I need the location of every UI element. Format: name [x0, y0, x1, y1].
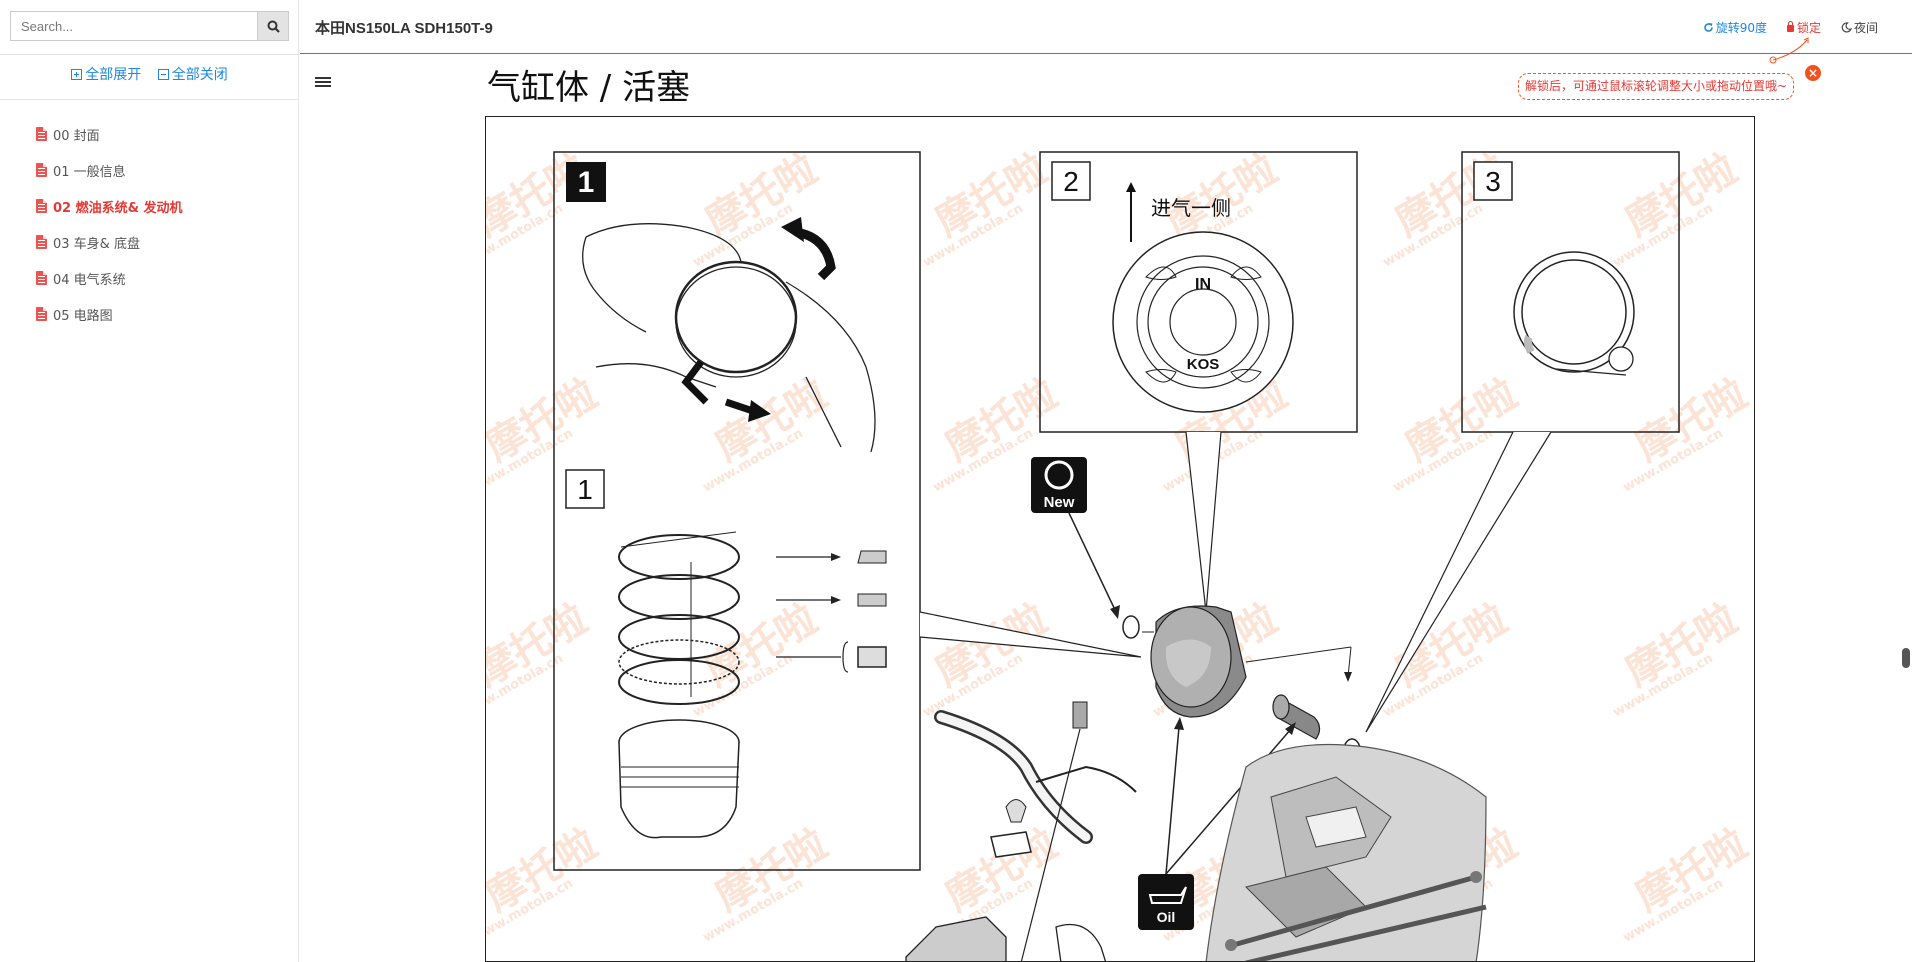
- tooltip-close-button[interactable]: ×: [1805, 65, 1821, 81]
- panel-1-number: 1: [578, 166, 595, 199]
- sidebar-divider: [0, 54, 299, 55]
- tree-item-label: 01 一般信息: [53, 164, 126, 180]
- document-icon: [36, 271, 47, 285]
- document-icon: [36, 127, 47, 141]
- panel-1b-number: 1: [577, 474, 593, 505]
- piston-kos-mark: KOS: [1187, 356, 1220, 373]
- tree-item-electrical[interactable]: 04 电气系统: [36, 260, 182, 296]
- search-button[interactable]: [257, 11, 289, 41]
- chapter-tree: 00 封面 01 一般信息 02 燃油系统& 发动机 03 车身& 底盘 04 …: [36, 116, 182, 332]
- document-icon: [36, 199, 47, 213]
- tree-actions: 全部展开 全部关闭: [0, 64, 299, 84]
- night-label: 夜间: [1853, 21, 1878, 35]
- tree-item-label: 04 电气系统: [53, 272, 126, 288]
- search-icon: [267, 20, 280, 33]
- piston-in-mark: IN: [1195, 276, 1211, 293]
- header-actions: 旋转90度 锁定 夜间: [1683, 19, 1878, 36]
- document-title: 本田NS150LA SDH150T-9: [315, 20, 493, 37]
- rotate-button[interactable]: 旋转90度: [1703, 19, 1767, 36]
- document-icon: [36, 163, 47, 177]
- minus-square-icon: [157, 68, 169, 80]
- tree-item-label: 03 车身& 底盘: [53, 236, 140, 252]
- document-icon: [36, 307, 47, 321]
- menu-toggle-button[interactable]: [315, 77, 331, 89]
- tree-item-body-chassis[interactable]: 03 车身& 底盘: [36, 224, 182, 260]
- watermark-text: 摩托啦: [486, 596, 595, 696]
- expand-all-label: 全部展开: [85, 67, 142, 83]
- new-part-badge: [1031, 457, 1087, 513]
- hint-arrow: [1769, 37, 1809, 64]
- tree-item-label: 00 封面: [53, 128, 100, 144]
- search-input[interactable]: [10, 11, 257, 41]
- oil-badge-label: Oil: [1157, 909, 1176, 925]
- lock-button[interactable]: 锁定: [1786, 19, 1821, 36]
- sidebar: 全部展开 全部关闭 00 封面 01 一般信息 02 燃油系统& 发动机 03 …: [0, 0, 299, 962]
- new-badge-label: New: [1044, 494, 1075, 511]
- tree-item-wiring[interactable]: 05 电路图: [36, 296, 182, 332]
- lock-icon: [1786, 21, 1794, 32]
- page-heading: 气缸体 / 活塞: [487, 68, 691, 108]
- expand-all-button[interactable]: 全部展开: [71, 64, 141, 84]
- scrollbar-thumb[interactable]: [1902, 648, 1910, 668]
- panel-number-badge: [566, 162, 606, 202]
- search-bar: [10, 11, 289, 41]
- panel-number-badge: [1473, 161, 1513, 201]
- tree-item-general-info[interactable]: 01 一般信息: [36, 152, 182, 188]
- rotate-icon: [1703, 23, 1713, 32]
- sidebar-divider: [0, 99, 299, 100]
- panel-number-badge: [1051, 161, 1091, 201]
- moon-icon: [1841, 22, 1852, 33]
- tree-item-label: 02 燃油系统& 发动机: [53, 200, 183, 216]
- panel-number-badge: [565, 469, 605, 509]
- top-header: 本田NS150LA SDH150T-9 旋转90度 锁定 夜间: [300, 0, 1912, 54]
- lock-label: 锁定: [1796, 21, 1821, 35]
- rotate-label: 旋转90度: [1715, 21, 1767, 35]
- collapse-all-label: 全部关闭: [171, 67, 228, 83]
- document-icon: [36, 235, 47, 249]
- plus-square-icon: [71, 68, 83, 80]
- tree-item-cover[interactable]: 00 封面: [36, 116, 182, 152]
- panel-3-number: 3: [1485, 166, 1501, 197]
- night-mode-button[interactable]: 夜间: [1841, 19, 1878, 36]
- unlock-hint-tooltip: 解锁后，可通过鼠标滚轮调整大小或拖动位置哦~: [1518, 73, 1795, 100]
- collapse-all-button[interactable]: 全部关闭: [157, 64, 228, 84]
- tree-item-fuel-engine[interactable]: 02 燃油系统& 发动机: [36, 188, 182, 224]
- panel-2-number: 2: [1063, 166, 1079, 197]
- intake-side-label: 进气一侧: [1151, 196, 1231, 220]
- tree-item-label: 05 电路图: [53, 308, 113, 324]
